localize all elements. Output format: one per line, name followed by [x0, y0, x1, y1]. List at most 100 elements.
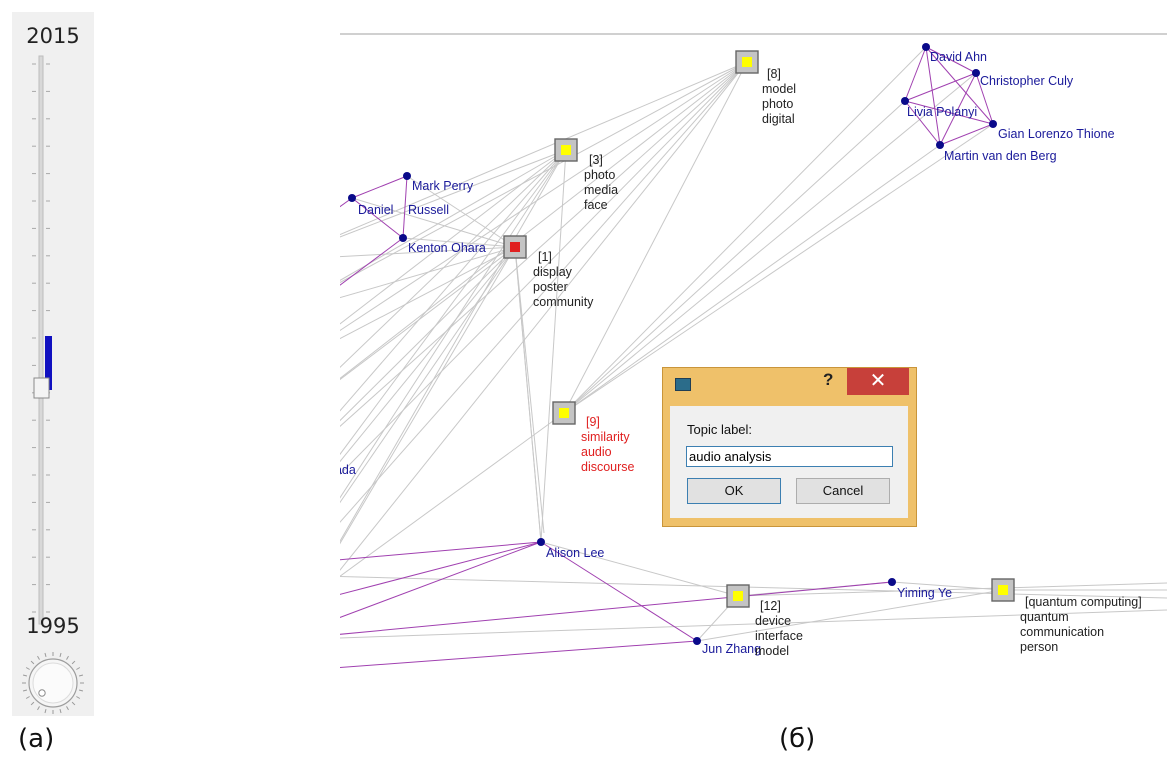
- topic-node-core: [742, 57, 752, 67]
- graph-edge: [340, 149, 567, 325]
- topic-word-label: poster: [533, 280, 568, 294]
- topic-word-label: interface: [755, 629, 803, 643]
- graph-edge: [340, 149, 567, 281]
- person-label: Christopher Culy: [980, 74, 1074, 88]
- coauthor-edge: [904, 46, 927, 102]
- topic-word-label: person: [1020, 640, 1058, 654]
- person-label: Livia Polanyi: [907, 105, 977, 119]
- ok-button[interactable]: OK: [687, 478, 781, 504]
- graph-edge: [737, 582, 1167, 597]
- topic-node-core: [998, 585, 1008, 595]
- person-node: [348, 194, 356, 202]
- topic-word-label: audio: [581, 445, 612, 459]
- slider-min-year: 1995: [26, 614, 80, 638]
- graph-edge: [340, 576, 1167, 599]
- year-range-slider[interactable]: [12, 12, 94, 716]
- graph-edge: [563, 100, 906, 414]
- graph-edge: [563, 72, 977, 414]
- person-label: Alison Lee: [546, 546, 604, 560]
- topic-word-label: model: [762, 82, 796, 96]
- graph-edge: [340, 149, 567, 412]
- caption-a: (a): [18, 724, 55, 754]
- person-node: [922, 43, 930, 51]
- person-node: [888, 578, 896, 586]
- topic-label-input[interactable]: [686, 446, 893, 467]
- topic-id-label: [8]: [767, 67, 781, 81]
- coauthor-edge: [975, 72, 994, 125]
- graph-edge: [351, 197, 516, 248]
- person-label: a Yamada: [340, 463, 356, 477]
- graph-edge: [340, 61, 748, 523]
- close-button[interactable]: ✕: [847, 368, 909, 395]
- person-node: [972, 69, 980, 77]
- year-slider-panel: 2015 1995: [12, 12, 94, 716]
- coauthor-edge: [351, 175, 408, 199]
- graph-edge: [340, 609, 1167, 639]
- person-node: [901, 97, 909, 105]
- person-label: David Ahn: [930, 50, 987, 64]
- graph-edge: [696, 589, 1004, 642]
- graph-edge: [540, 149, 567, 543]
- topic-word-label: community: [533, 295, 594, 309]
- graph-edge: [563, 61, 748, 414]
- graph-edge: [514, 246, 542, 543]
- topic-id-label: [9]: [586, 415, 600, 429]
- coauthor-edge: [340, 197, 353, 208]
- person-label: Russell: [408, 203, 449, 217]
- topic-label-dialog: ? ✕ Topic label: OK Cancel: [662, 367, 917, 527]
- coauthor-edge: [340, 581, 893, 635]
- person-node: [989, 120, 997, 128]
- graph-edge: [514, 246, 545, 534]
- coauthor-edge: [904, 100, 994, 125]
- help-button[interactable]: ?: [823, 370, 834, 389]
- cancel-button[interactable]: Cancel: [796, 478, 890, 504]
- topic-node-core: [561, 145, 571, 155]
- graph-edge: [340, 61, 748, 284]
- topic-node-core: [510, 242, 520, 252]
- slider-handle: [33, 377, 50, 399]
- graph-edge: [563, 123, 994, 414]
- coauthor-edge: [340, 541, 542, 595]
- coauthor-edge: [904, 100, 941, 146]
- coauthor-edge: [340, 237, 404, 286]
- topic-word-label: discourse: [581, 460, 635, 474]
- coauthor-edge: [925, 46, 994, 125]
- graph-edge: [340, 61, 748, 236]
- topic-word-label: model: [755, 644, 789, 658]
- coauthor-edge: [939, 123, 994, 146]
- graph-edge: [563, 144, 941, 414]
- graph-edge: [340, 246, 516, 340]
- topic-word-label: media: [584, 183, 618, 197]
- person-label: Martin van den Berg: [944, 149, 1057, 163]
- topic-id-label: [12]: [760, 599, 781, 613]
- graph-edge: [402, 237, 516, 248]
- graph-edge: [340, 246, 516, 545]
- graph-edge: [340, 149, 567, 543]
- knob-indicator: [38, 689, 46, 697]
- dialog-body: Topic label: OK Cancel: [670, 406, 908, 518]
- graph-edge: [340, 61, 748, 332]
- slider-max-year: 2015: [26, 24, 80, 48]
- graph-edge: [340, 246, 516, 258]
- graph-edge: [340, 61, 748, 427]
- graph-edge: [340, 246, 516, 381]
- person-node: [403, 172, 411, 180]
- person-node: [936, 141, 944, 149]
- person-label: Gian Lorenzo Thione: [998, 127, 1115, 141]
- app-icon: [675, 378, 691, 391]
- topic-word-label: device: [755, 614, 791, 628]
- topic-node-core: [733, 591, 743, 601]
- coauthor-edge: [939, 72, 977, 146]
- coauthor-edge: [340, 541, 542, 619]
- dial-knob[interactable]: [20, 650, 86, 716]
- graph-edge: [340, 61, 748, 475]
- graph-edge: [340, 61, 748, 571]
- topic-id-label: [quantum computing]: [1025, 595, 1142, 609]
- caption-b: (б): [779, 724, 816, 754]
- coauthor-edge: [925, 46, 977, 74]
- topic-word-label: communication: [1020, 625, 1104, 639]
- coauthor-edge: [340, 541, 542, 561]
- topic-word-label: display: [533, 265, 573, 279]
